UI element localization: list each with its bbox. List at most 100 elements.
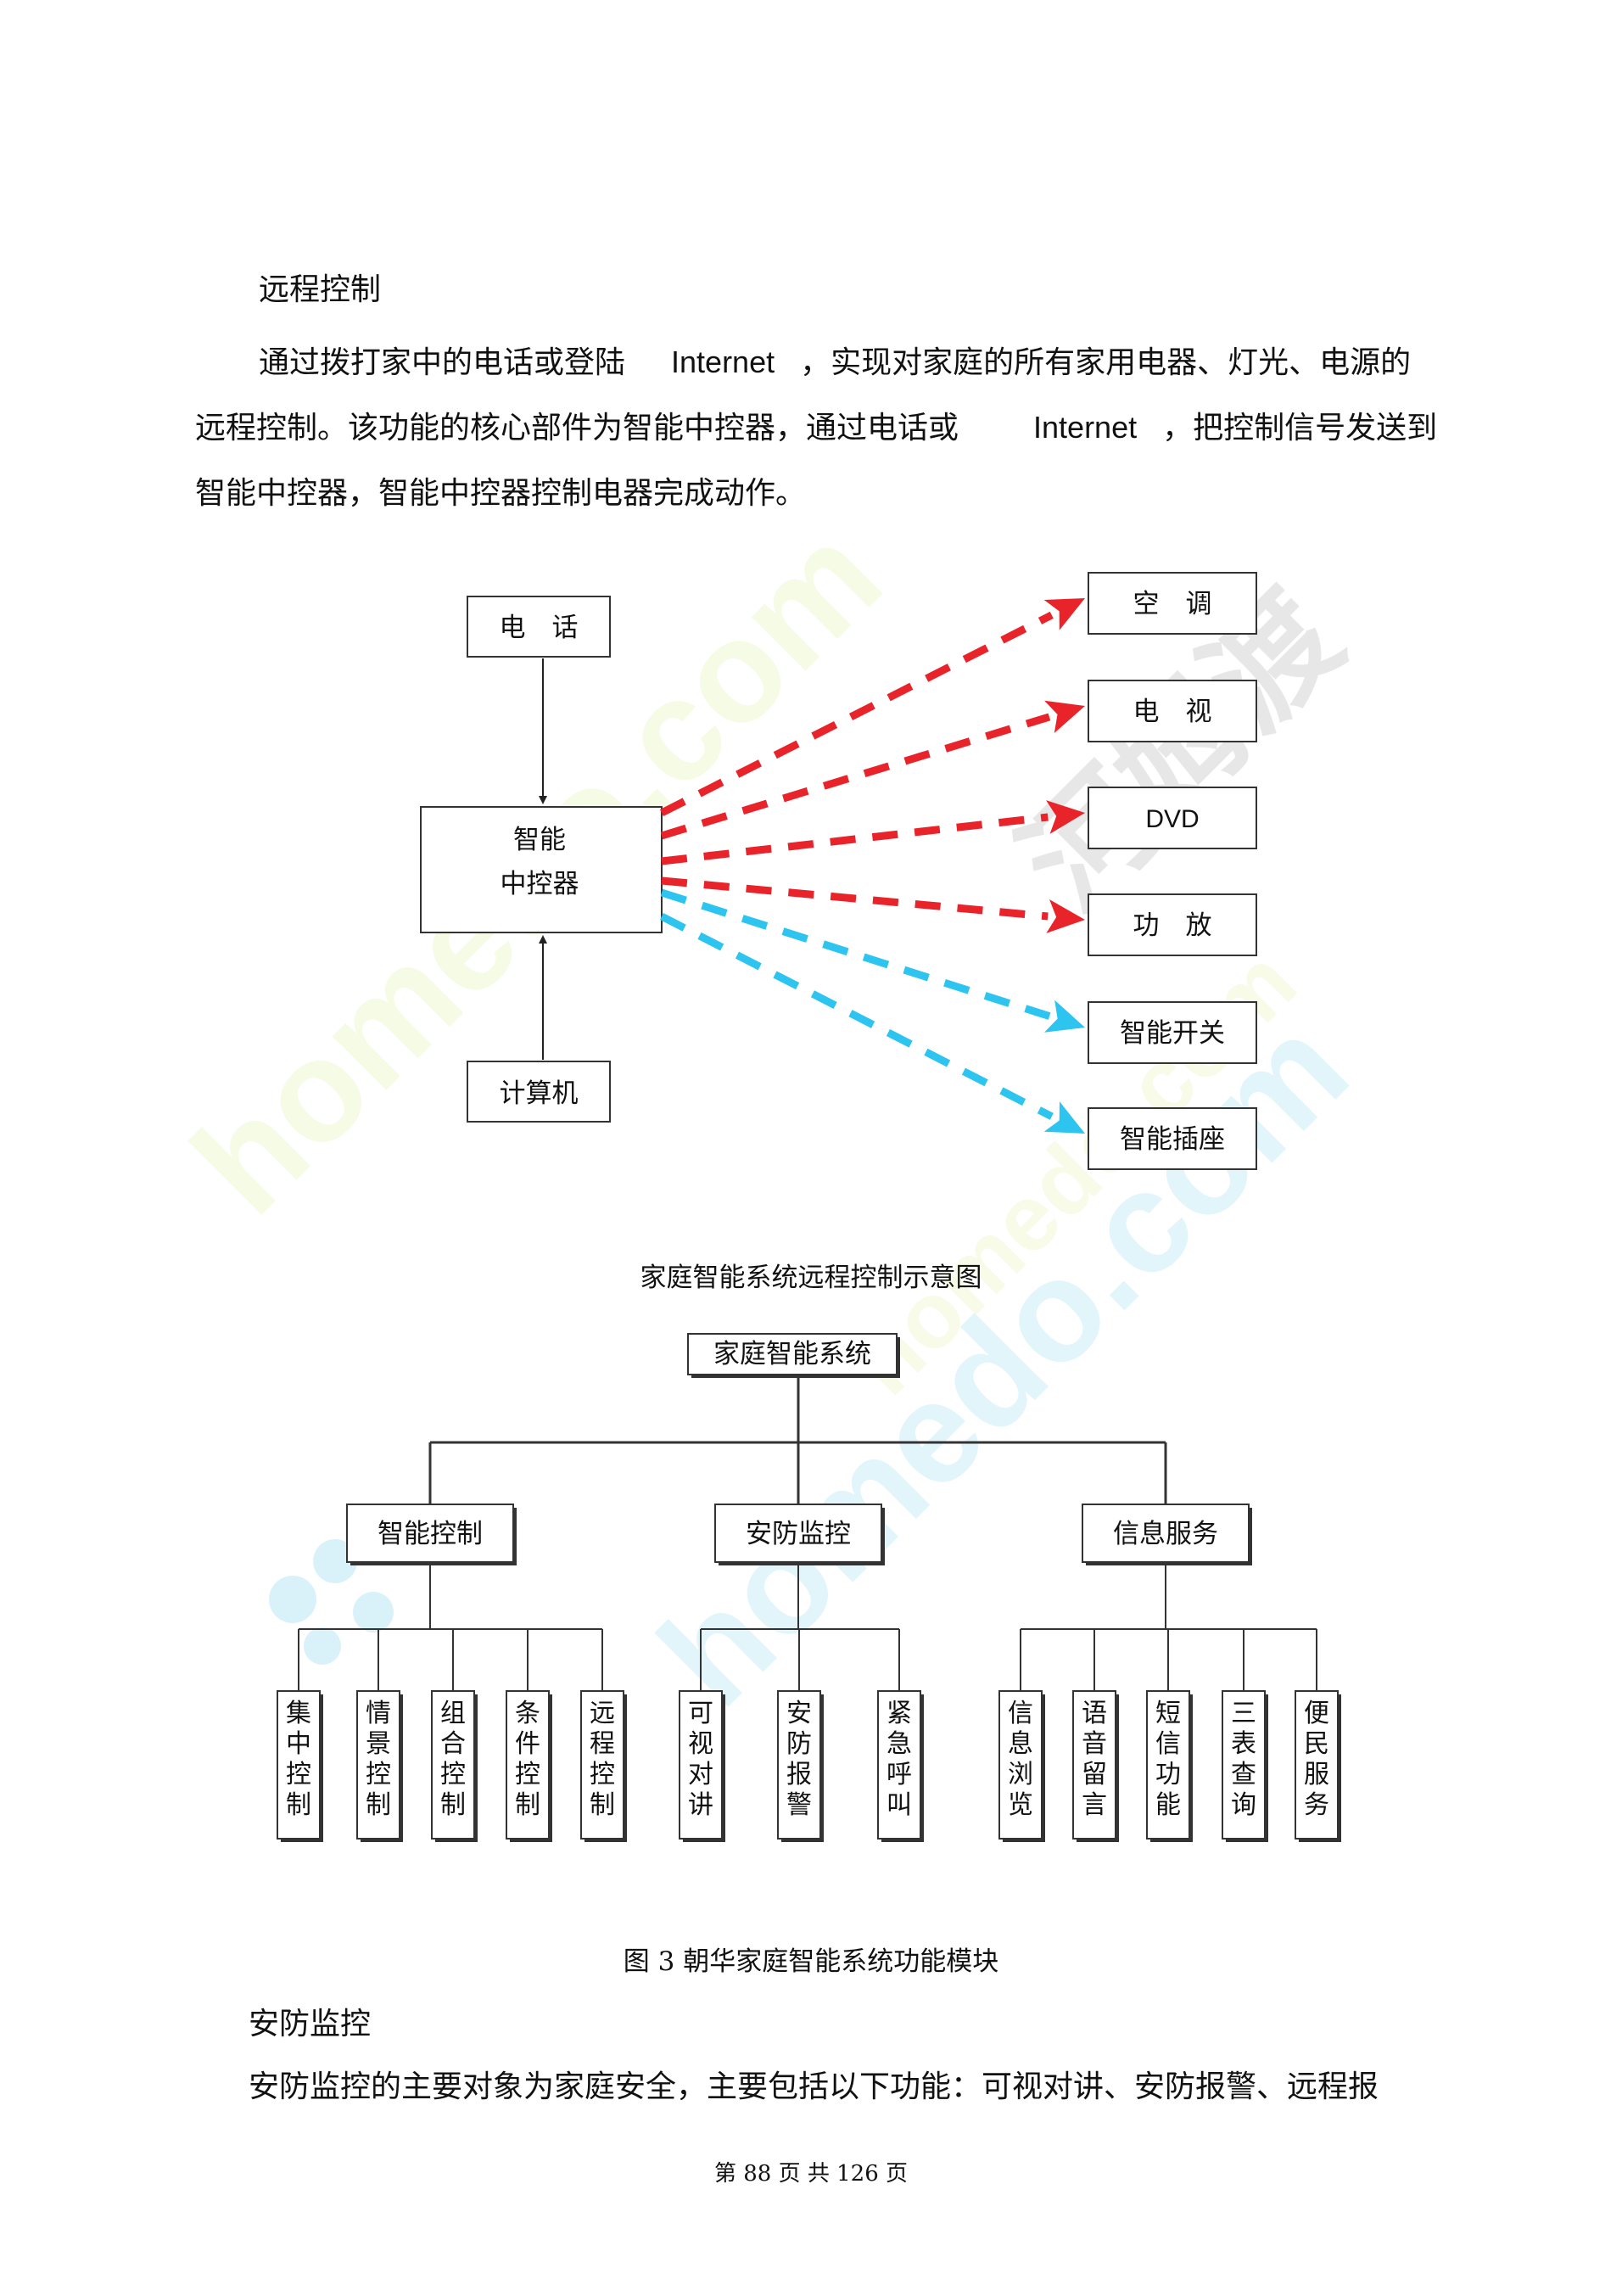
leaf-char: 息	[1008, 1729, 1033, 1759]
device-arrow-head	[1046, 800, 1085, 834]
leaf-char: 呼	[887, 1760, 912, 1789]
leaf-char: 对	[688, 1760, 713, 1789]
branch-box	[714, 1504, 882, 1563]
computer-label: 计算机	[500, 1078, 579, 1109]
device-arrow	[659, 912, 1054, 1120]
leaf-char: 叫	[887, 1790, 912, 1820]
device-arrow-head	[1044, 700, 1085, 734]
diagram2-caption: 图 3 朝华家庭智能系统功能模块	[624, 1946, 998, 1977]
device-label: 智能开关	[1120, 1018, 1225, 1049]
leaf-box	[998, 1690, 1043, 1840]
leaf-char: 制	[440, 1790, 466, 1820]
leaf-char: 可	[688, 1699, 713, 1728]
leaf-char: 件	[515, 1729, 540, 1759]
device-arrow	[659, 611, 1054, 817]
controller-label-2: 中控器	[501, 869, 579, 899]
leaf-char: 能	[1155, 1790, 1181, 1820]
leaf-char: 防	[786, 1729, 812, 1759]
device-label: 电 视	[1133, 697, 1212, 727]
page-footer: 第 88 页 共 126 页	[713, 2161, 909, 2187]
leaf-char: 控	[515, 1760, 540, 1789]
leaf-char: 便	[1304, 1699, 1329, 1728]
device-arrow-head	[1046, 899, 1085, 933]
leaf-box	[1222, 1690, 1266, 1840]
device-label: 空 调	[1133, 589, 1212, 619]
leaf-char: 务	[1304, 1790, 1329, 1820]
device-arrow	[660, 713, 1051, 840]
leaf-char: 条	[515, 1699, 540, 1728]
security-paragraph: 安防监控的主要对象为家庭安全，主要包括以下功能：可视对讲、安防报警、远程报	[249, 2069, 1379, 2104]
branch-label: 信息服务	[1113, 1519, 1218, 1549]
leaf-box	[1146, 1690, 1190, 1840]
phone-box	[467, 596, 611, 658]
leaf-box	[877, 1690, 921, 1840]
leaf-char: 功	[1155, 1760, 1181, 1789]
device-box	[1088, 787, 1257, 849]
leaf-box	[1295, 1690, 1339, 1840]
leaf-box	[679, 1690, 723, 1840]
para-text-en: Internet	[1033, 410, 1138, 445]
device-arrow-head	[1044, 1000, 1085, 1033]
root-label: 家庭智能系统	[713, 1339, 871, 1369]
leaf-char: 合	[440, 1729, 466, 1759]
root-box	[687, 1333, 898, 1375]
para-text: ，把控制信号发送到	[1162, 411, 1438, 445]
device-arrow	[660, 888, 1051, 1020]
leaf-char: 语	[1082, 1699, 1107, 1728]
leaf-box	[431, 1690, 475, 1840]
para-text: 通过拨打家中的电话或登陆	[259, 345, 626, 380]
leaf-char: 服	[1304, 1760, 1329, 1789]
diagram1-caption: 家庭智能系统远程控制示意图	[640, 1263, 982, 1293]
device-arrow	[661, 813, 1049, 865]
leaf-box	[506, 1690, 550, 1840]
device-label: 智能插座	[1120, 1124, 1225, 1155]
leaf-char: 报	[786, 1760, 812, 1789]
leaf-char: 控	[440, 1760, 466, 1789]
leaf-char: 远	[590, 1699, 615, 1728]
leaf-char: 讲	[688, 1790, 713, 1820]
device-arrow-head	[1043, 1101, 1085, 1134]
leaf-char: 制	[286, 1790, 311, 1820]
leaf-char: 中	[286, 1729, 311, 1759]
para-text: ，实现对家庭的所有家用电器、灯光、电源的	[800, 345, 1412, 380]
leaf-box	[580, 1690, 624, 1840]
leaf-char: 留	[1082, 1760, 1107, 1789]
section-heading-security: 安防监控	[249, 2007, 372, 2041]
watermark-logo	[269, 1539, 394, 1665]
leaf-char: 信	[1155, 1729, 1181, 1759]
leaf-char: 民	[1304, 1729, 1329, 1759]
tree-layer: 家庭智能系统智能控制集中控制情景控制组合控制条件控制远程控制安防监控可视对讲安防…	[277, 1333, 1341, 1842]
device-label: DVD	[1145, 805, 1199, 833]
leaf-char: 浏	[1008, 1760, 1033, 1789]
leaf-char: 制	[515, 1790, 540, 1820]
leaf-char: 制	[590, 1790, 615, 1820]
leaf-char: 言	[1082, 1790, 1107, 1820]
device-box	[1088, 1107, 1257, 1170]
leaf-char: 情	[366, 1699, 391, 1728]
leaf-char: 短	[1155, 1699, 1181, 1728]
leaf-char: 组	[440, 1699, 466, 1728]
leaf-box	[356, 1690, 400, 1840]
computer-box	[467, 1061, 611, 1123]
leaf-box	[777, 1690, 821, 1840]
phone-label: 电 话	[500, 613, 579, 643]
para-text-en: Internet	[671, 344, 775, 379]
branch-label: 安防监控	[746, 1519, 851, 1549]
branch-box	[346, 1504, 514, 1563]
leaf-char: 程	[590, 1729, 615, 1759]
leaf-char: 查	[1231, 1760, 1256, 1789]
section-heading-remote: 远程控制	[259, 272, 382, 307]
leaf-char: 制	[366, 1790, 391, 1820]
leaf-char: 控	[286, 1760, 311, 1789]
device-box	[1088, 680, 1257, 742]
device-box	[1088, 893, 1257, 956]
branch-label: 智能控制	[378, 1519, 483, 1549]
leaf-char: 警	[786, 1790, 812, 1820]
leaf-char: 音	[1082, 1729, 1107, 1759]
branch-box	[1082, 1504, 1250, 1563]
device-arrow	[661, 876, 1049, 921]
leaf-char: 控	[366, 1760, 391, 1789]
leaf-char: 集	[286, 1699, 311, 1728]
